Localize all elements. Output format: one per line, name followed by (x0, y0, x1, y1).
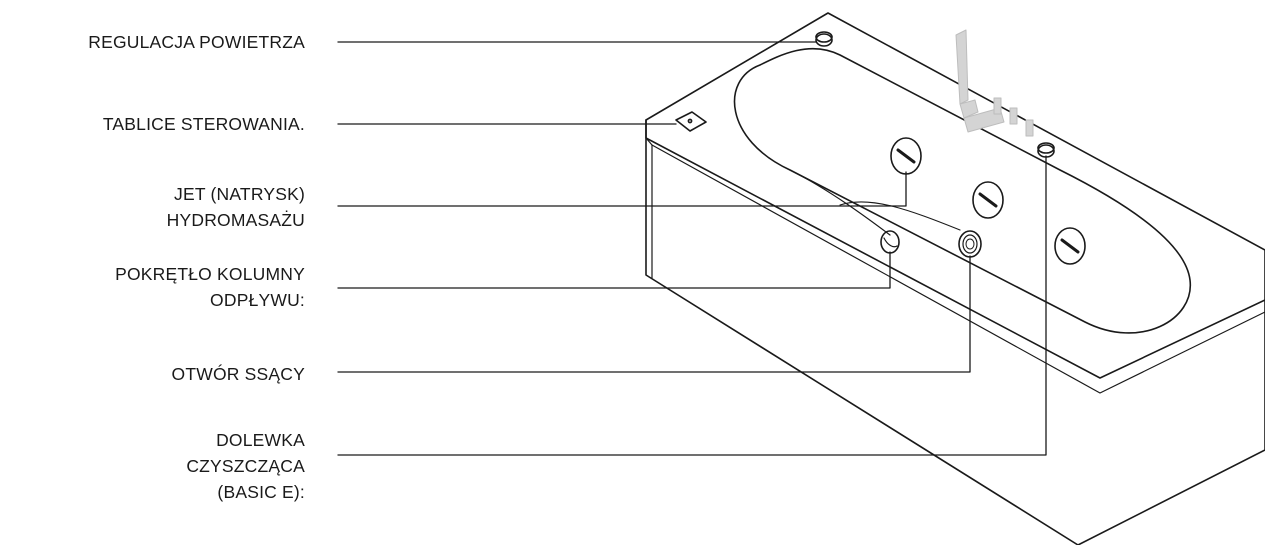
tub-basin (733, 47, 1191, 334)
leader-lines (337, 41, 1047, 456)
label-hydro-jet: JET (NATRYSK) HYDROMASAŻU (167, 181, 305, 233)
air-control-top (815, 31, 833, 43)
label-air-control: REGULACJA POWIETRZA (88, 29, 305, 55)
hydro-jet-icon (1054, 227, 1086, 265)
label-cleaning-refill: DOLEWKA CZYSZCZĄCA (BASIC E): (186, 427, 305, 505)
label-line: TABLICE STEROWANIA. (102, 114, 305, 134)
tub-outline (645, 12, 1265, 545)
hydro-jet-icon (972, 181, 1004, 219)
faucet-icon (955, 29, 1034, 137)
tub-basin-inner (789, 169, 891, 236)
leader-drain-knob (337, 251, 891, 289)
label-suction-opening: OTWÓR SSĄCY (172, 361, 305, 387)
label-line: HYDROMASAŻU (166, 210, 305, 230)
label-line: (BASIC E): (217, 482, 305, 502)
label-control-panel: TABLICE STEROWANIA. (103, 111, 305, 137)
label-line: OTWÓR SSĄCY (171, 364, 305, 384)
label-line: REGULACJA POWIETRZA (88, 32, 305, 52)
label-line: DOLEWKA (216, 430, 305, 450)
tub-rim-front (645, 119, 1265, 379)
hydro-jet-icon (890, 137, 922, 175)
cleaning-refill-top (1037, 142, 1055, 154)
leader-cleaning-refill (337, 155, 1047, 456)
label-line: CZYSZCZĄCA (186, 456, 305, 476)
tub-rim-line (645, 137, 1265, 394)
leader-hydro-jet (337, 171, 907, 207)
control-panel-icon (675, 111, 707, 132)
air-control-icon (815, 33, 833, 47)
label-line: ODPŁYWU: (210, 290, 305, 310)
label-line: POKRĘTŁO KOLUMNY (115, 264, 305, 284)
leader-suction-opening (337, 255, 971, 373)
label-line: JET (NATRYSK) (174, 184, 305, 204)
suction-opening-icon (958, 230, 982, 258)
label-drain-knob: POKRĘTŁO KOLUMNY ODPŁYWU: (115, 261, 305, 313)
control-panel-button (687, 118, 693, 124)
